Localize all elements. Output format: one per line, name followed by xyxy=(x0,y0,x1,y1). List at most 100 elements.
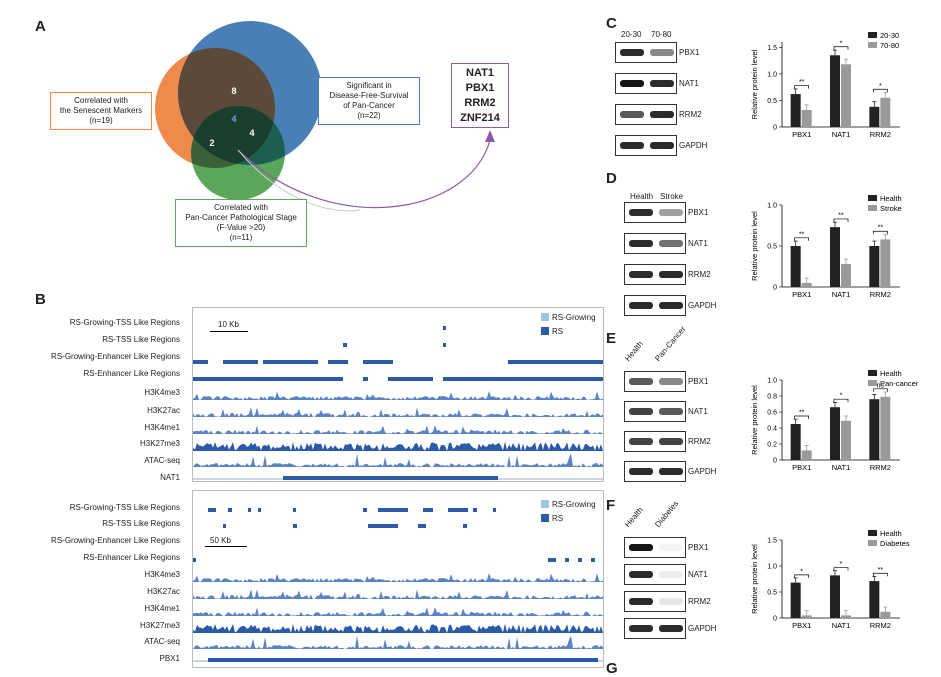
bar xyxy=(869,106,880,127)
blot-protein-label: RRM2 xyxy=(679,110,702,119)
blot-band xyxy=(620,49,644,56)
significance-bracket xyxy=(872,230,888,235)
blot-band xyxy=(629,468,653,475)
legend-label-rs-2: RS xyxy=(552,514,564,523)
blot-strip xyxy=(624,233,686,254)
significance-label: * xyxy=(840,393,843,400)
venn-count-ob: 8 xyxy=(231,86,236,96)
track-label: ATAC-seq xyxy=(144,456,180,465)
track-label: RS-Growing-Enhancer Like Regions xyxy=(51,352,180,361)
blot-strip xyxy=(615,104,677,125)
track-label: RS-Enhancer Like Regions xyxy=(83,553,181,562)
blot-column-label: Health xyxy=(630,192,654,201)
region-block xyxy=(263,360,318,364)
significance-label: ** xyxy=(838,212,844,219)
category-label: PBX1 xyxy=(792,463,811,472)
blot-protein-label: GAPDH xyxy=(688,301,717,310)
bar xyxy=(790,582,801,618)
significance-bracket xyxy=(794,237,810,241)
gene-body xyxy=(283,476,498,480)
bar xyxy=(880,396,891,460)
blot-band xyxy=(620,142,644,149)
significance-bracket xyxy=(833,46,849,50)
blot-band xyxy=(659,271,683,278)
blot-band xyxy=(629,378,653,385)
category-label: NAT1 xyxy=(832,130,851,139)
region-block xyxy=(363,508,367,512)
region-block xyxy=(193,360,208,364)
y-axis-label: Relative protein level xyxy=(750,49,759,119)
blot-band xyxy=(659,468,683,475)
panel-letter-a: A xyxy=(35,18,46,35)
scale-bar-top xyxy=(210,331,248,332)
dfs-box: Significant in Disease-Free-Survival of … xyxy=(318,77,420,125)
region-block xyxy=(343,343,347,347)
panel-letter-d: D xyxy=(606,170,617,187)
category-label: RRM2 xyxy=(870,290,891,299)
track-label: H3K4me3 xyxy=(144,388,180,397)
blot-band xyxy=(659,438,683,445)
blot-strip xyxy=(624,371,686,392)
legend-swatch xyxy=(868,530,877,536)
signal-track xyxy=(193,390,603,400)
region-block xyxy=(223,360,258,364)
bar xyxy=(801,110,812,127)
legend-swatch xyxy=(868,370,877,376)
bar xyxy=(830,575,840,618)
region-block xyxy=(423,508,433,512)
bar xyxy=(880,239,891,287)
legend-label: 20-30 xyxy=(880,31,899,40)
significance-bracket xyxy=(872,388,888,392)
track-label: H3K27me3 xyxy=(139,621,180,630)
bar xyxy=(830,407,840,460)
bar xyxy=(880,97,891,127)
y-axis-label: Relative protein level xyxy=(750,385,759,455)
gene-list-box: NAT1 PBX1 RRM2 ZNF214 xyxy=(451,63,509,128)
blot-strip xyxy=(624,202,686,223)
legend-label-rs-growing: RS-Growing xyxy=(552,313,596,322)
region-block xyxy=(463,524,467,528)
region-block xyxy=(363,377,368,381)
signal-track xyxy=(193,441,603,451)
signal-track xyxy=(193,407,603,417)
browser-top-tracks xyxy=(193,326,603,480)
region-block xyxy=(363,360,393,364)
region-block xyxy=(328,360,348,364)
significance-label: * xyxy=(800,568,803,575)
blot-protein-label: GAPDH xyxy=(688,467,717,476)
legend-swatch xyxy=(868,195,877,201)
scale-bar-bottom xyxy=(205,546,247,547)
track-label: H3K27ac xyxy=(147,406,180,415)
panel-letter-e: E xyxy=(606,330,617,347)
bar xyxy=(841,64,851,127)
track-label: H3K27me3 xyxy=(139,439,180,448)
region-block xyxy=(591,558,595,562)
venn-arrow-line xyxy=(237,139,491,208)
bar xyxy=(801,615,812,618)
y-tick-label: 0 xyxy=(773,125,777,132)
y-tick-label: 0.6 xyxy=(767,410,777,417)
blot-protein-label: PBX1 xyxy=(688,543,709,552)
blot-strip xyxy=(624,591,686,612)
browser-bottom-tracks xyxy=(193,508,603,662)
significance-label: ** xyxy=(799,231,805,238)
blot-protein-label: PBX1 xyxy=(688,377,709,386)
gene-pbx1: PBX1 xyxy=(465,82,495,94)
blot-strip xyxy=(624,537,686,558)
bar xyxy=(869,581,880,618)
region-block xyxy=(443,326,446,330)
y-tick-label: 1.0 xyxy=(767,564,777,571)
y-tick-label: 1.5 xyxy=(767,45,777,52)
region-block xyxy=(193,558,196,562)
legend-label: 70-80 xyxy=(880,41,899,50)
blot-band xyxy=(650,142,674,149)
blot-band xyxy=(659,378,683,385)
significance-label: ** xyxy=(878,567,884,574)
bar xyxy=(841,615,851,618)
legend-label: Diabetes xyxy=(880,539,910,548)
bar xyxy=(830,227,840,287)
